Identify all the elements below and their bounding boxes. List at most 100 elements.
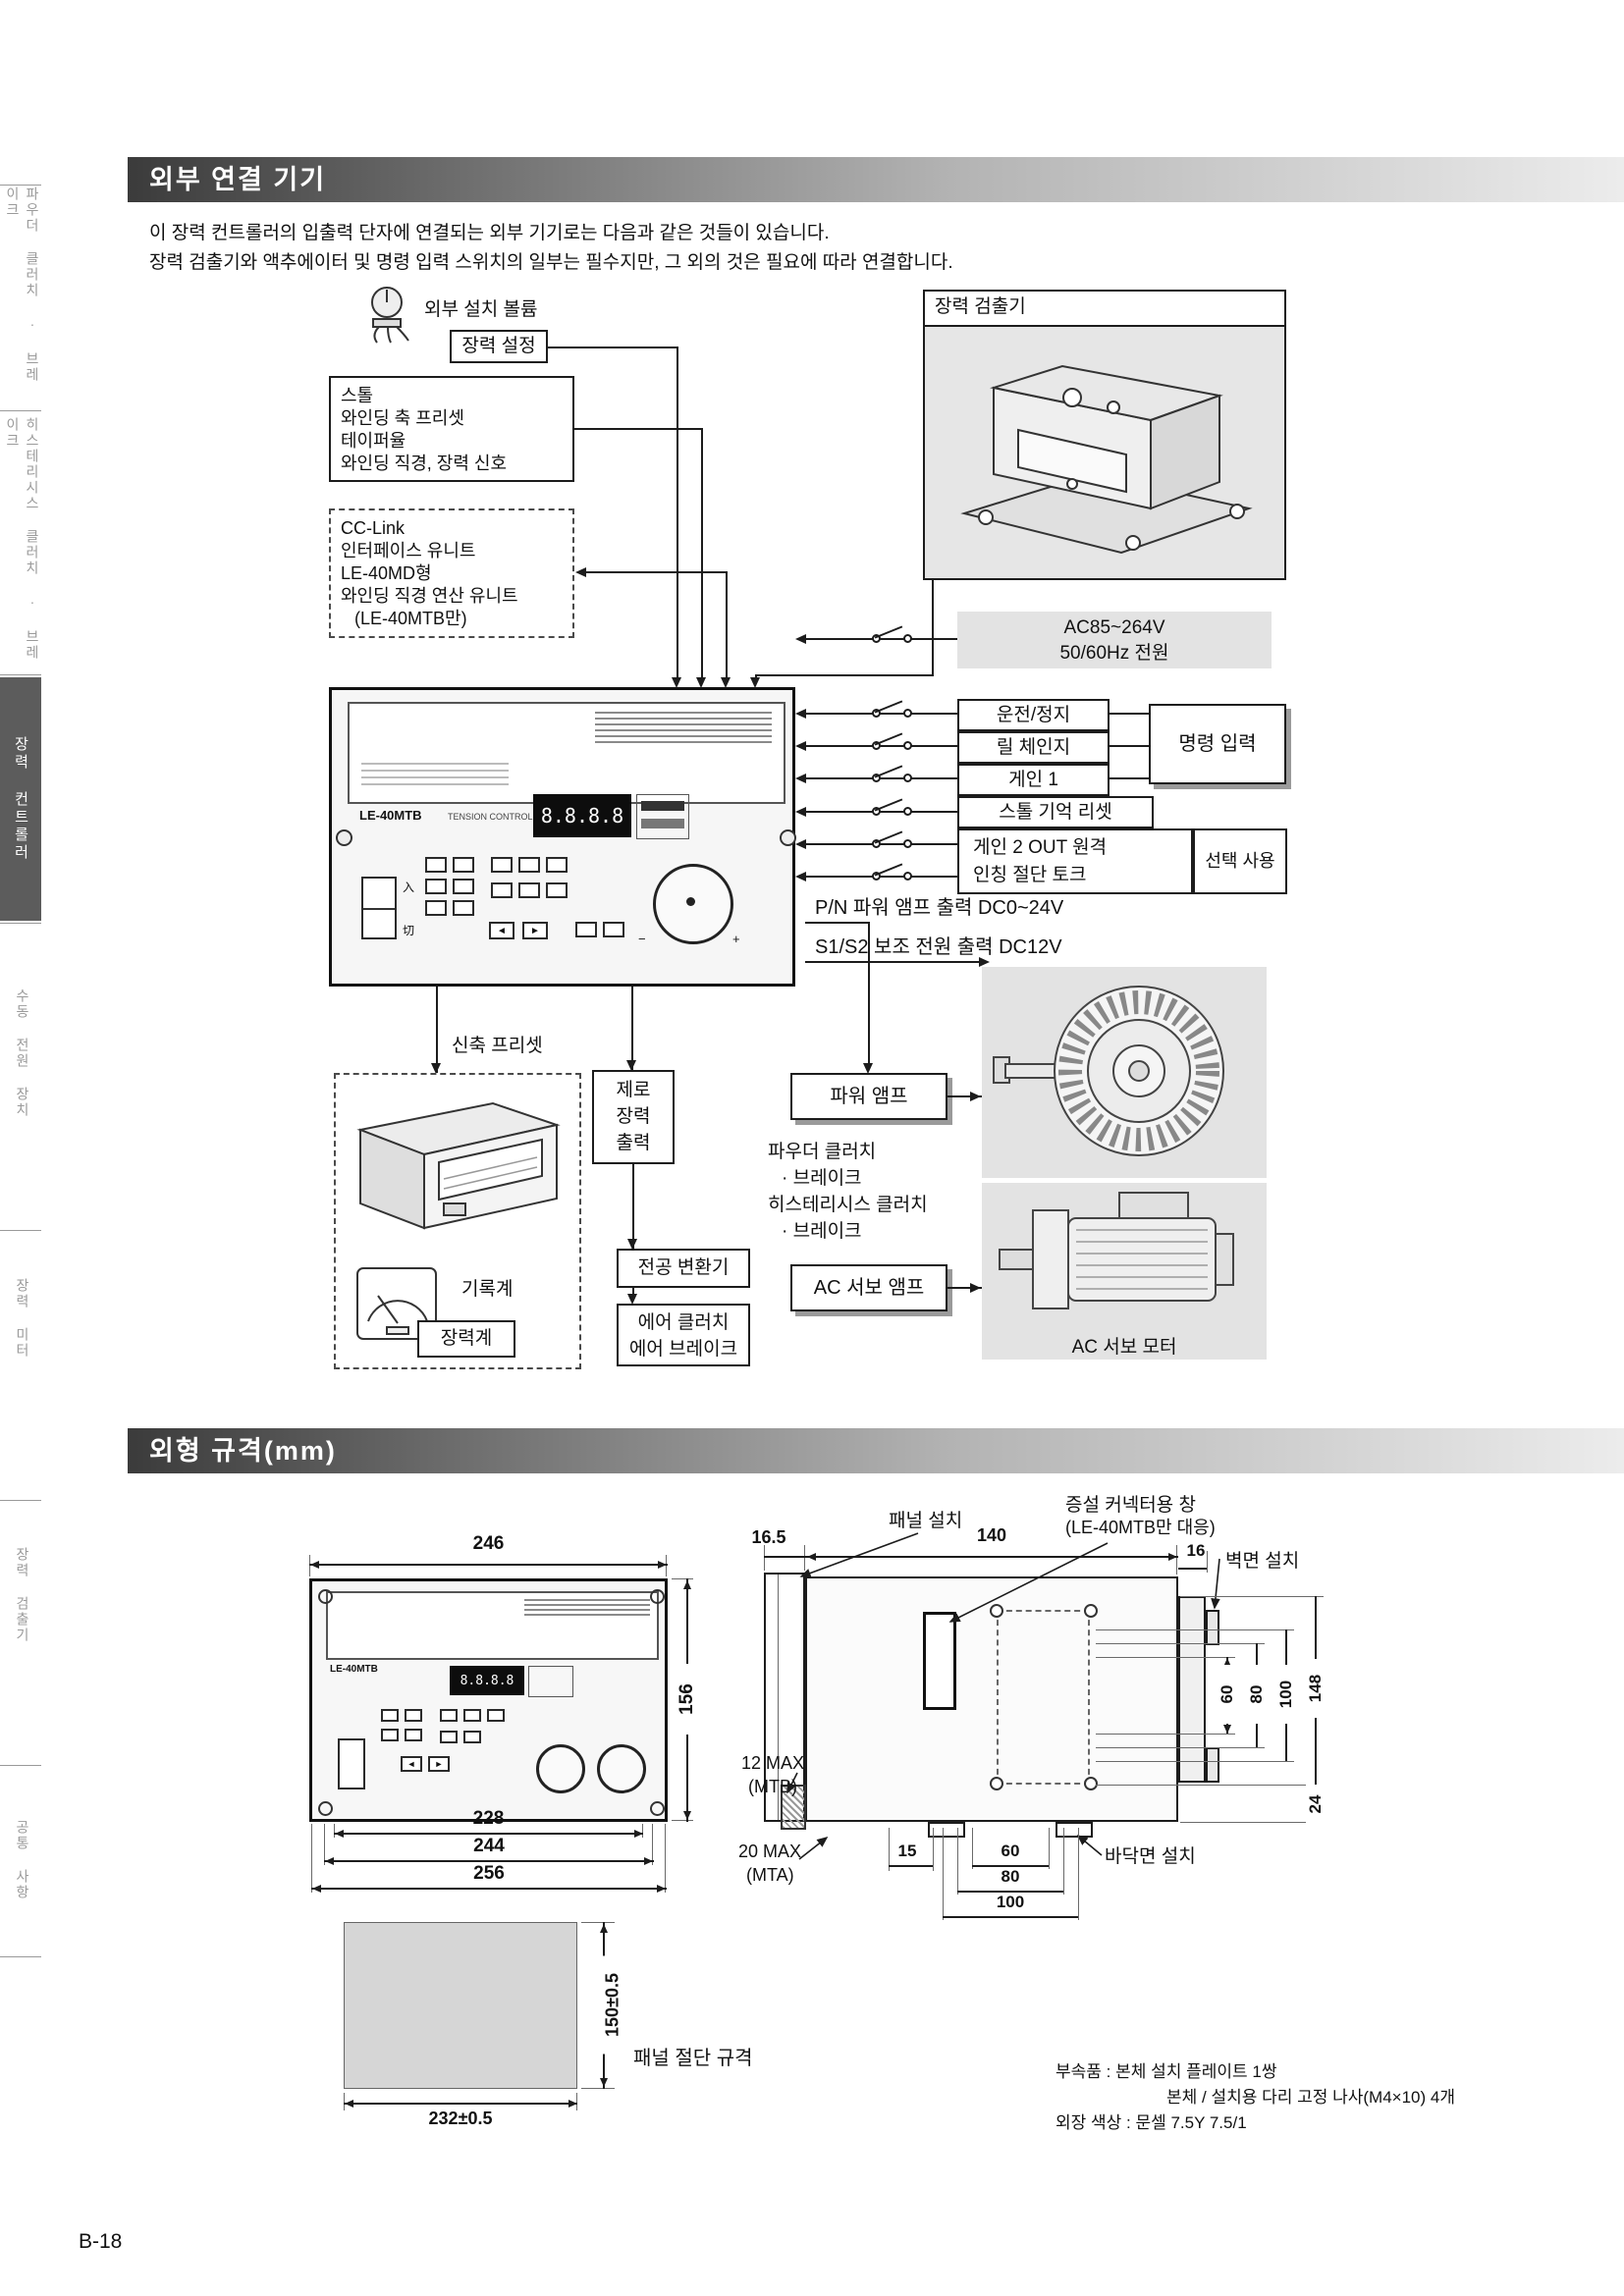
cclink-line-5: (LE-40MTB만) <box>354 609 467 628</box>
mount-hole-icon <box>990 1777 1003 1790</box>
box-gain1: 게인 1 <box>957 764 1110 796</box>
dim-panel-screw-icon <box>650 1801 665 1816</box>
dim-panel-key <box>381 1729 399 1741</box>
ext-line <box>1207 1551 1208 1573</box>
box-power-amp: 파워 앰프 <box>790 1073 947 1120</box>
panel-display: 8.8.8.8 <box>533 794 631 837</box>
ext-line <box>672 1820 693 1821</box>
dim-b100: 100 <box>996 1893 1025 1911</box>
section-title-dimensions: 외형 규격(mm) <box>128 1428 1624 1473</box>
dim-cutout-h: 150±0.5 <box>602 1955 623 2055</box>
panel-stripe-block-2 <box>361 763 509 790</box>
connector-line <box>726 571 728 678</box>
box-servo-amp: AC 서보 앰프 <box>790 1264 947 1311</box>
sidebar-item-powder-clutch: 파우더 클러치 · 브레이크 <box>5 187 40 383</box>
dim-panel-key <box>381 1709 399 1722</box>
panel-key <box>491 882 513 898</box>
ext-line <box>672 1578 693 1579</box>
power-supply-line-2: 50/60Hz 전원 <box>1059 643 1169 664</box>
recorder-drawing <box>356 1101 561 1230</box>
ext-line <box>309 1555 310 1576</box>
dim-v100: 100 <box>1276 1665 1296 1724</box>
mount-hole-icon <box>1084 1604 1098 1618</box>
connector-line <box>932 580 934 676</box>
sidebar-divider <box>0 1765 41 1766</box>
connector-line <box>1110 713 1149 715</box>
power-on-mark: 入 <box>403 881 415 894</box>
actuator-line-3: 히스테리시스 클러치 <box>768 1195 928 1215</box>
connector-line <box>1110 777 1149 779</box>
dim-panel-model: LE-40MTB <box>330 1664 378 1675</box>
arrow-down-icon <box>431 1063 441 1074</box>
dim-arrow <box>335 1830 344 1838</box>
arrow-left-icon <box>795 839 806 849</box>
connector-line <box>701 428 703 678</box>
ext-line <box>933 1828 934 1871</box>
dim-panel-stripes <box>524 1599 650 1619</box>
label-20max-mta: (MTA) <box>746 1865 794 1885</box>
dim-arrow <box>345 2100 353 2108</box>
panel-key <box>546 882 568 898</box>
ext-line <box>1096 1643 1265 1644</box>
dim-panel-display: 8.8.8.8 <box>450 1666 524 1695</box>
meter-drawing <box>356 1267 437 1340</box>
zero-line-1: 제로 <box>616 1080 651 1100</box>
ext-line <box>943 1828 944 1920</box>
panel-key <box>575 922 597 937</box>
ext-line <box>1096 1657 1235 1658</box>
dim-panel-key <box>463 1731 481 1743</box>
label-wall-mount: 벽면 설치 <box>1225 1551 1300 1572</box>
panel-arrow-left-key: ◄ <box>489 922 514 939</box>
optional-cmd-2: 인칭 절단 토크 <box>973 865 1087 885</box>
box-preset-signals: 스톨 와인딩 축 프리셋 테이퍼율 와인딩 직경, 장력 신호 <box>329 376 574 482</box>
label-12max-mtb: (MTB) <box>748 1777 797 1796</box>
dim-line <box>334 1833 643 1835</box>
cclink-line-2: 인터페이스 유니트 <box>341 541 476 561</box>
dim-140: 140 <box>976 1525 1007 1545</box>
dim-arrow <box>807 1553 816 1561</box>
box-optional-commands: 게인 2 OUT 원격 인칭 절단 토크 <box>957 828 1193 894</box>
panel-indicator <box>641 819 684 828</box>
label-servo-motor: AC 서보 모터 <box>1071 1337 1177 1358</box>
box-reel-change: 릴 체인지 <box>957 731 1110 764</box>
dim-line <box>764 1556 805 1558</box>
knob-plus-mark: + <box>732 932 740 946</box>
accessories-line-2: 본체 / 설치용 다리 고정 나사(M4×10) 4개 <box>1166 2088 1455 2107</box>
dim-panel-knob <box>597 1744 646 1793</box>
sidebar-divider <box>0 1956 41 1957</box>
ext-line <box>804 1545 805 1571</box>
connector-line <box>436 987 438 1073</box>
dim-b80: 80 <box>1001 1867 1020 1886</box>
connector-line <box>755 674 934 676</box>
sidebar-divider <box>0 1500 41 1501</box>
panel-key <box>603 922 624 937</box>
arrow-down-icon <box>863 1063 873 1074</box>
page-number: B-18 <box>79 2230 123 2253</box>
dim-panel-plate <box>326 1591 659 1660</box>
switch-lever-icon <box>874 732 903 746</box>
controller-front-panel: LE-40MTB TENSION CONTROLLER 8.8.8.8 入 切 … <box>329 687 796 987</box>
ext-line <box>1180 1822 1324 1823</box>
dim-arrow <box>325 1857 334 1865</box>
switch-contact-icon <box>903 741 912 750</box>
wall-mount-bracket <box>1206 1747 1219 1783</box>
label-panel-cutout: 패널 절단 규격 <box>633 2048 753 2069</box>
dim-line <box>311 1888 667 1890</box>
dimension-front-panel: LE-40MTB 8.8.8.8 ◄ ► <box>309 1578 668 1822</box>
dim-panel-screw-icon <box>650 1589 665 1604</box>
switch-lever-icon <box>874 625 903 639</box>
arrow-left-icon <box>795 634 806 644</box>
box-cclink-unit: CC-Link 인터페이스 유니트 LE-40MD형 와인딩 직경 연산 유니트… <box>329 508 574 638</box>
panel-key <box>518 857 540 873</box>
dim-panel-arrow-key: ► <box>428 1756 450 1772</box>
air-line-2: 에어 브레이크 <box>628 1339 738 1360</box>
powder-clutch-drawing <box>993 986 1224 1156</box>
zero-line-3: 출력 <box>616 1133 651 1153</box>
arrow-down-icon <box>672 677 681 688</box>
switch-contact-icon <box>903 807 912 816</box>
arrow-down-icon <box>696 677 706 688</box>
label-ext-connector-1: 증설 커넥터용 창 <box>1065 1495 1196 1516</box>
ext-line <box>1096 1747 1265 1748</box>
sidebar-item-manual-power: 수동 전원 장치 <box>15 988 30 1118</box>
connector-line <box>548 347 677 348</box>
